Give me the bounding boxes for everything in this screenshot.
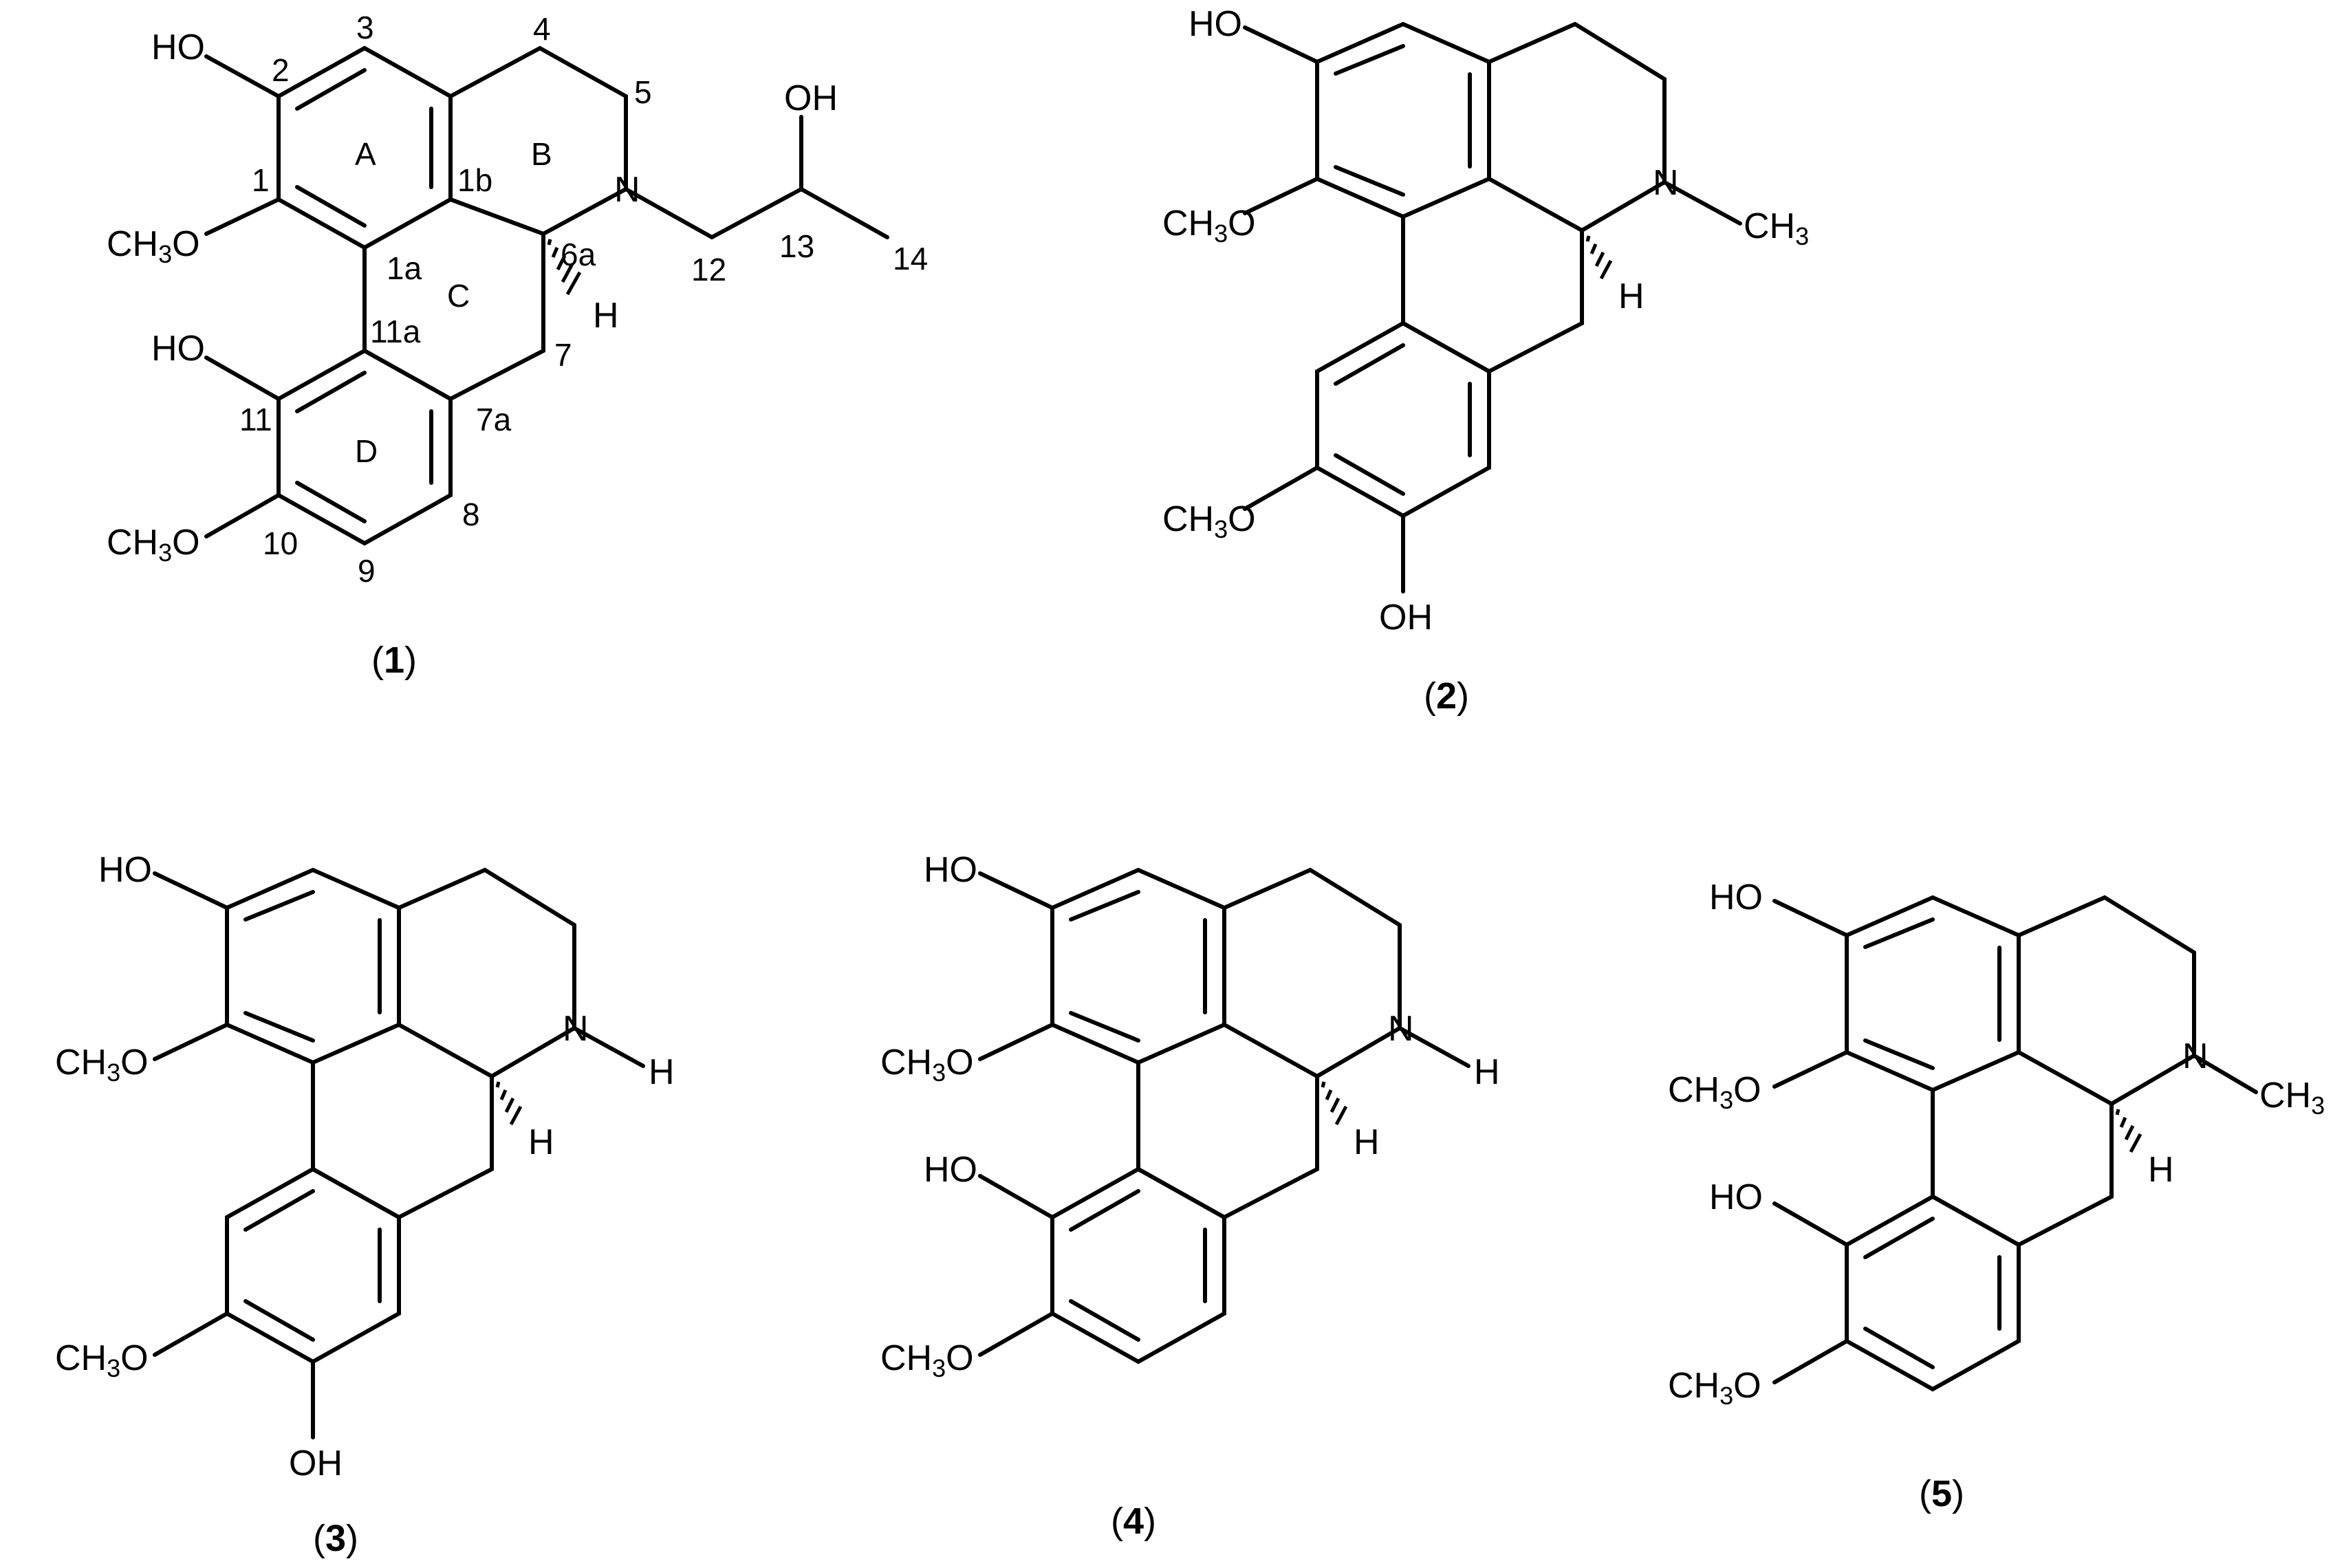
locant-7: 7: [554, 337, 572, 373]
compound-4-ho-top: HO: [924, 850, 977, 890]
compound-3-methoxy-top: CH3O: [55, 1043, 149, 1087]
compound-2-h: H: [1618, 276, 1645, 316]
locant-3: 3: [356, 10, 374, 45]
compound-5-bonds: [1772, 895, 2258, 1392]
compound-1-methoxy-c1: CH3O: [107, 224, 200, 268]
compound-2-methyl: CH3: [1744, 206, 1809, 250]
compound-1-oh-c13: OH: [784, 78, 838, 118]
compound-2-bonds: [1243, 21, 1742, 594]
locant-11a: 11a: [370, 314, 421, 349]
compound-3-oh-bottom: OH: [289, 1444, 343, 1483]
compound-1-bonds: [204, 45, 889, 546]
compound-5-ho-bottom: HO: [1709, 1177, 1763, 1217]
compound-3-bonds: [153, 867, 645, 1439]
compound-1-ho-c11: HO: [151, 329, 205, 369]
compound-4-caption: (4): [1111, 1501, 1156, 1542]
compound-3-ho: HO: [98, 850, 152, 890]
compound-3-nh: H: [649, 1052, 675, 1092]
locant-7a: 7a: [476, 402, 512, 437]
compound-4-h: H: [1354, 1122, 1380, 1162]
compound-3: HO CH3O CH3O OH N H H (3): [55, 850, 675, 1559]
compound-4-methoxy-bottom: CH3O: [880, 1338, 974, 1382]
compound-5-methoxy-bottom: CH3O: [1668, 1366, 1761, 1410]
locant-1a: 1a: [387, 250, 422, 286]
locant-6a: 6a: [561, 237, 596, 272]
compound-4-methoxy-top: CH3O: [880, 1043, 974, 1087]
compound-3-methoxy-bottom: CH3O: [55, 1338, 149, 1382]
compound-4-nitrogen: N: [1388, 1009, 1414, 1049]
compound-2-oh-bottom: OH: [1379, 598, 1433, 638]
ring-label-a: A: [355, 136, 376, 172]
compound-1: HO HO CH3O CH3O N OH H 3 2 4 5 1 1b 1a 6…: [107, 10, 928, 681]
compound-1-caption: (1): [371, 640, 417, 681]
compound-2-ho: HO: [1189, 4, 1242, 44]
compound-5-ho-top: HO: [1709, 878, 1763, 917]
compound-4-ho-bottom: HO: [924, 1150, 977, 1190]
compound-4: HO CH3O HO CH3O N H H (4): [880, 850, 1500, 1542]
locant-1b: 1b: [457, 162, 492, 198]
compound-5-h: H: [2148, 1150, 2174, 1190]
compound-3-hash-wedge: [495, 1081, 523, 1126]
compound-2-caption: (2): [1424, 675, 1469, 717]
locant-14: 14: [893, 241, 928, 276]
compound-3-h: H: [528, 1122, 554, 1162]
locant-11: 11: [239, 402, 272, 437]
ring-label-d: D: [355, 433, 378, 469]
locant-4: 4: [533, 11, 551, 47]
compound-4-hash-wedge: [1321, 1081, 1348, 1126]
compound-5-caption: (5): [1919, 1473, 1964, 1514]
compound-3-nitrogen: N: [563, 1009, 589, 1049]
compound-1-nitrogen: N: [614, 170, 640, 210]
compound-5-methyl: CH3: [2259, 1076, 2325, 1120]
compound-2-methoxy-bottom: CH3O: [1162, 499, 1256, 543]
compound-4-bonds: [978, 867, 1471, 1364]
locant-2: 2: [272, 52, 290, 88]
compound-4-nh: H: [1474, 1052, 1500, 1092]
compound-1-methoxy-c10: CH3O: [107, 523, 200, 567]
compound-5-nitrogen: N: [2182, 1036, 2209, 1076]
locant-10: 10: [263, 525, 298, 561]
locant-9: 9: [358, 553, 376, 589]
compound-2: HO CH3O CH3O OH N CH3 H (2): [1162, 4, 1809, 717]
locant-8: 8: [462, 497, 480, 532]
compound-2-hash-wedge: [1585, 235, 1613, 280]
locant-1: 1: [252, 162, 270, 198]
compound-5-hash-wedge: [2115, 1109, 2142, 1153]
compound-1-hash-wedge: [547, 239, 582, 296]
compound-1-ho-c2: HO: [151, 28, 205, 67]
compound-1-h-6a: H: [593, 296, 619, 336]
locant-12: 12: [691, 252, 726, 287]
compound-5-methoxy-top: CH3O: [1668, 1070, 1761, 1114]
locant-5: 5: [634, 74, 652, 110]
locant-13: 13: [779, 228, 814, 264]
compound-3-caption: (3): [313, 1518, 358, 1559]
compound-2-nitrogen: N: [1653, 163, 1679, 203]
ring-label-b: B: [531, 136, 552, 172]
compound-5: HO CH3O HO CH3O N CH3 H (5): [1668, 878, 2325, 1514]
ring-label-c: C: [447, 278, 470, 314]
compound-2-methoxy-top: CH3O: [1162, 204, 1256, 248]
